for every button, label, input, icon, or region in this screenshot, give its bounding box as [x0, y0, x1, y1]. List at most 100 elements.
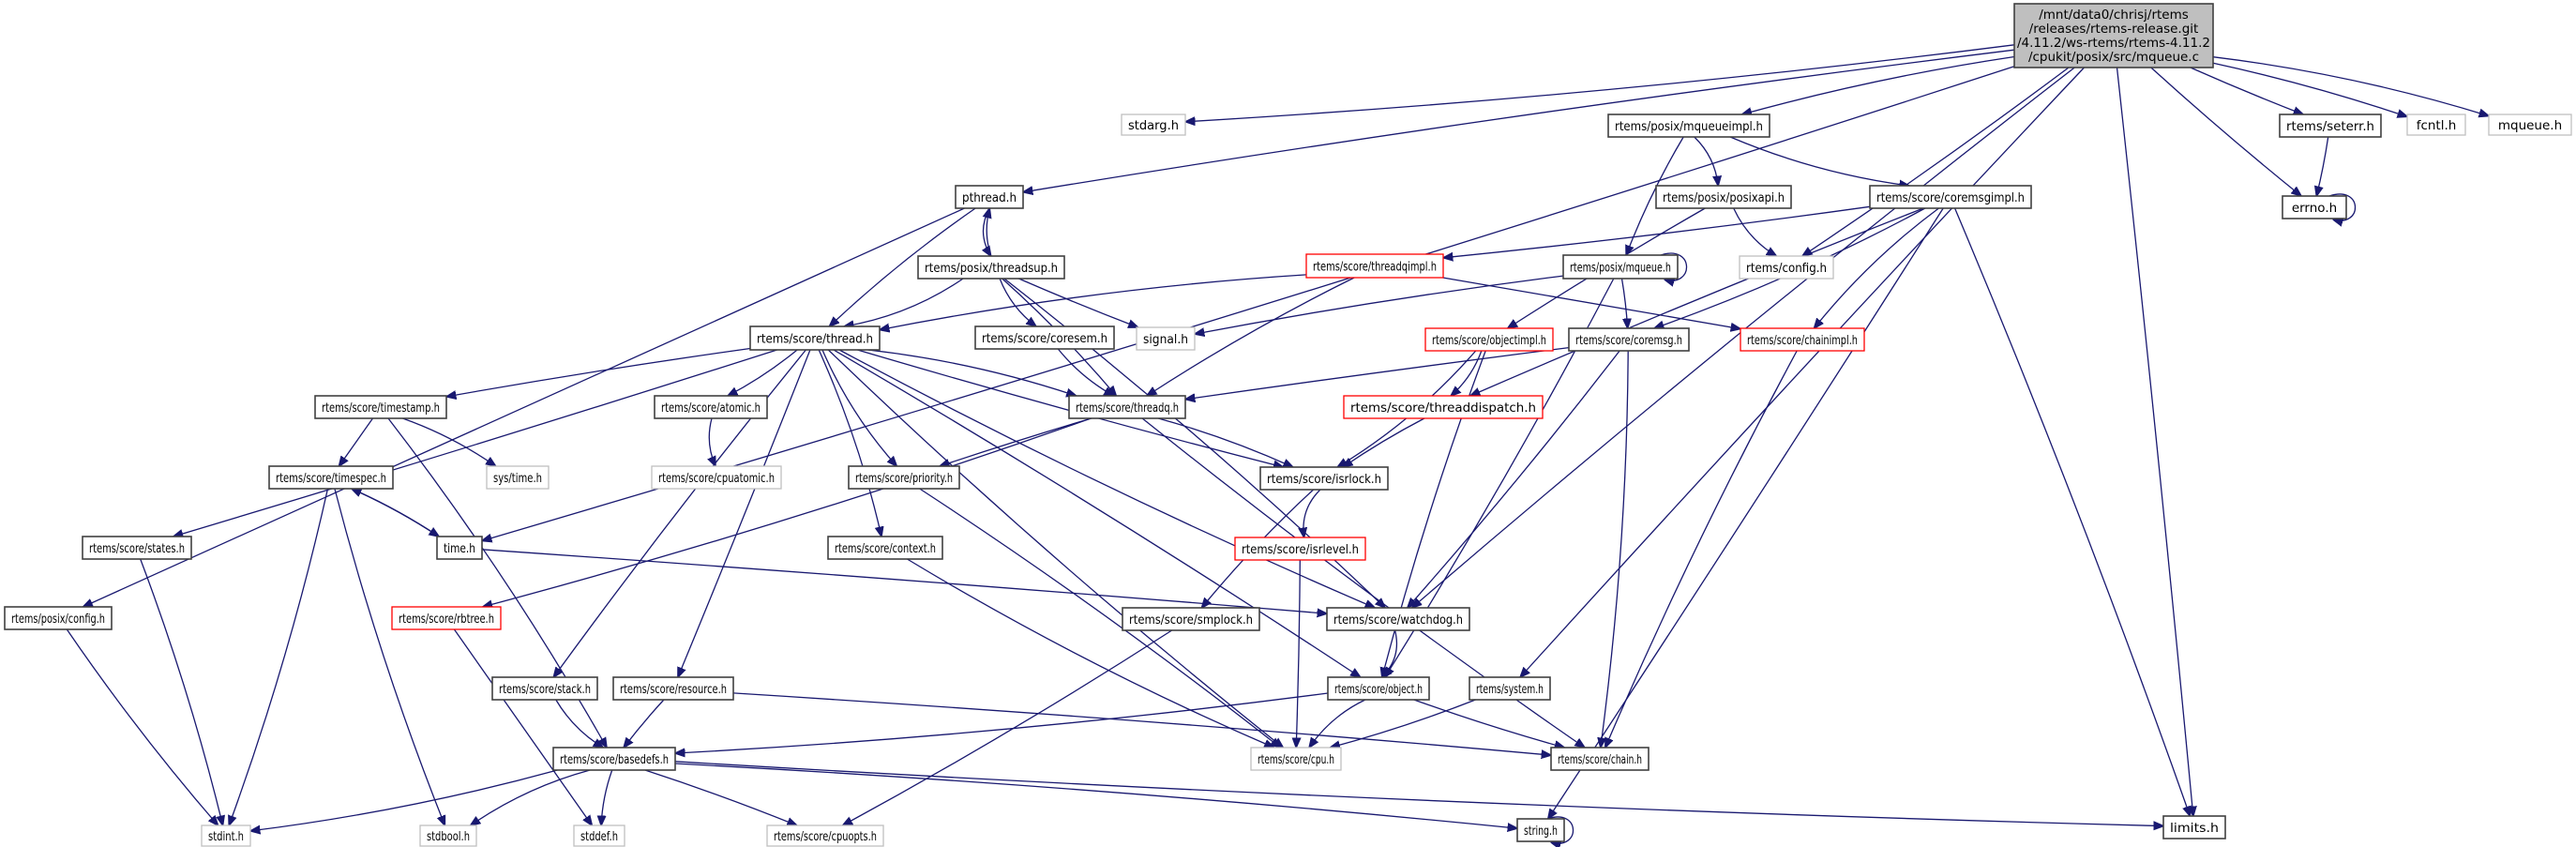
node-basedefs[interactable]: rtems/score/basedefs.h	[552, 747, 676, 771]
node-box	[2282, 195, 2347, 219]
edge-object-to-basedefs	[675, 692, 1329, 753]
node-box	[974, 325, 1115, 350]
node-root[interactable]: /mnt/data0/chrisj/rtems/releases/rtems-r…	[2013, 3, 2214, 68]
node-mqueueimpl[interactable]: rtems/posix/mqueueimpl.h	[1607, 113, 1770, 138]
node-object[interactable]: rtems/score/object.h	[1327, 676, 1430, 701]
node-box	[201, 824, 251, 847]
node-coremsgimpl[interactable]: rtems/score/coremsgimpl.h	[1869, 185, 2032, 209]
node-label: rtems/score/cpuatomic.h	[658, 471, 775, 486]
node-cpuopts: rtems/score/cpuopts.h	[766, 824, 884, 847]
node-label: rtems/score/coresem.h	[982, 331, 1107, 346]
node-threaddispatch[interactable]: rtems/score/threaddispatch.h	[1343, 395, 1544, 419]
edge-posix_config-to-stdint	[66, 628, 218, 825]
node-label: pthread.h	[962, 190, 1017, 205]
node-limits[interactable]: limits.h	[2162, 815, 2226, 839]
node-label-line: /mnt/data0/chrisj/rtems	[2039, 8, 2189, 23]
node-posix_mqueue[interactable]: rtems/posix/mqueue.h	[1562, 254, 1679, 280]
node-watchdog[interactable]: rtems/score/watchdog.h	[1326, 607, 1470, 631]
node-posix_config[interactable]: rtems/posix/config.h	[4, 606, 113, 630]
edge-root-to-errno	[2150, 67, 2301, 196]
node-label: mqueue.h	[2498, 118, 2562, 133]
edge-smplock-to-cpuopts	[843, 629, 1173, 825]
node-label: rtems/system.h	[1476, 682, 1544, 697]
node-threadq[interactable]: rtems/score/threadq.h	[1068, 395, 1186, 419]
edge-object-to-cpu	[1309, 699, 1366, 748]
node-box	[491, 676, 598, 701]
node-label: rtems/seterr.h	[2286, 119, 2374, 134]
node-box	[1469, 676, 1551, 701]
node-chain[interactable]: rtems/score/chain.h	[1550, 747, 1650, 771]
node-pthread[interactable]: pthread.h	[955, 185, 1024, 209]
nodes-layer: /mnt/data0/chrisj/rtems/releases/rtems-r…	[4, 3, 2572, 847]
node-label: rtems/score/timespec.h	[276, 471, 386, 486]
edge-objectimpl-to-object	[1382, 350, 1486, 677]
node-label: rtems/score/cpu.h	[1258, 752, 1334, 767]
node-label: rtems/score/context.h	[835, 541, 936, 556]
edge-coremsgimpl-to-threadqimpl	[1443, 205, 1871, 257]
node-label: rtems/posix/config.h	[11, 612, 105, 627]
edge-mqueueimpl-to-posixapi	[1694, 136, 1718, 186]
node-timespec[interactable]: rtems/score/timespec.h	[268, 465, 394, 490]
edge-root-to-pthread	[1023, 49, 2015, 192]
node-box	[1607, 113, 1770, 138]
node-box	[486, 465, 550, 490]
node-label: rtems/posix/mqueueimpl.h	[1615, 119, 1763, 134]
node-objectimpl[interactable]: rtems/score/objectimpl.h	[1424, 327, 1554, 352]
node-cpu: rtems/score/cpu.h	[1250, 747, 1342, 771]
node-label: rtems/score/stack.h	[499, 682, 591, 697]
node-stack[interactable]: rtems/score/stack.h	[491, 676, 598, 701]
node-threadsup[interactable]: rtems/posix/threadsup.h	[917, 255, 1065, 280]
edge-thread-to-atomic	[728, 349, 798, 396]
node-box	[1869, 185, 2032, 209]
node-string[interactable]: string.h	[1516, 818, 1565, 842]
node-label: rtems/score/coremsgimpl.h	[1876, 190, 2025, 205]
edge-timespec-to-stdbool	[334, 488, 445, 825]
node-resource[interactable]: rtems/score/resource.h	[612, 676, 734, 701]
node-label: rtems/posix/threadsup.h	[925, 261, 1058, 276]
node-system[interactable]: rtems/system.h	[1469, 676, 1551, 701]
node-coresem[interactable]: rtems/score/coresem.h	[974, 325, 1115, 350]
node-context[interactable]: rtems/score/context.h	[827, 536, 943, 560]
edge-root-to-fcntl	[2212, 62, 2407, 116]
node-isrlock[interactable]: rtems/score/isrlock.h	[1259, 466, 1389, 491]
edge-threadqimpl-to-chainimpl	[1442, 277, 1740, 329]
node-thread[interactable]: rtems/score/thread.h	[749, 325, 881, 351]
node-coremsg[interactable]: rtems/score/coremsg.h	[1568, 327, 1690, 352]
node-states[interactable]: rtems/score/states.h	[82, 536, 192, 560]
node-time[interactable]: time.h	[436, 536, 483, 560]
edge-threadsup-to-pthread	[987, 208, 990, 257]
edge-coremsgimpl-to-chainimpl	[1815, 207, 1939, 328]
node-isrlevel[interactable]: rtems/score/isrlevel.h	[1234, 537, 1366, 561]
node-smplock[interactable]: rtems/score/smplock.h	[1122, 607, 1260, 631]
node-label: rtems/score/threadq.h	[1076, 401, 1179, 416]
node-atomic[interactable]: rtems/score/atomic.h	[654, 395, 768, 419]
node-label-line: /4.11.2/ws-rtems/rtems-4.11.2	[2017, 36, 2210, 51]
node-label-line: /releases/rtems-release.git	[2029, 22, 2199, 37]
node-box	[436, 536, 483, 560]
node-box	[827, 536, 943, 560]
node-box	[848, 465, 960, 490]
node-label: rtems/score/cpuopts.h	[774, 829, 877, 844]
node-box	[1655, 185, 1792, 209]
edge-threadsup-to-coresem	[999, 278, 1036, 326]
node-timestamp[interactable]: rtems/score/timestamp.h	[314, 395, 447, 419]
node-label: signal.h	[1143, 332, 1188, 347]
edge-root-to-seterr	[2190, 67, 2303, 114]
node-label: rtems/score/thread.h	[757, 332, 873, 347]
node-rbtree[interactable]: rtems/score/rbtree.h	[391, 606, 502, 630]
node-box	[1305, 253, 1444, 279]
edge-string-to-string	[1546, 816, 1574, 843]
node-priority[interactable]: rtems/score/priority.h	[848, 465, 960, 490]
node-box	[1326, 607, 1470, 631]
node-label: fcntl.h	[2417, 118, 2457, 133]
node-posixapi[interactable]: rtems/posix/posixapi.h	[1655, 185, 1792, 209]
node-stdarg: stdarg.h	[1121, 113, 1186, 136]
node-seterr[interactable]: rtems/seterr.h	[2279, 113, 2382, 138]
node-errno[interactable]: errno.h	[2282, 195, 2347, 219]
node-chainimpl[interactable]: rtems/score/chainimpl.h	[1740, 327, 1865, 352]
node-label: rtems/score/smplock.h	[1129, 613, 1253, 628]
node-threadqimpl[interactable]: rtems/score/threadqimpl.h	[1305, 253, 1444, 279]
edge-thread-to-priority	[821, 349, 896, 466]
edge-pthread-to-thread	[829, 207, 976, 326]
edge-time-to-timespec	[352, 489, 440, 537]
